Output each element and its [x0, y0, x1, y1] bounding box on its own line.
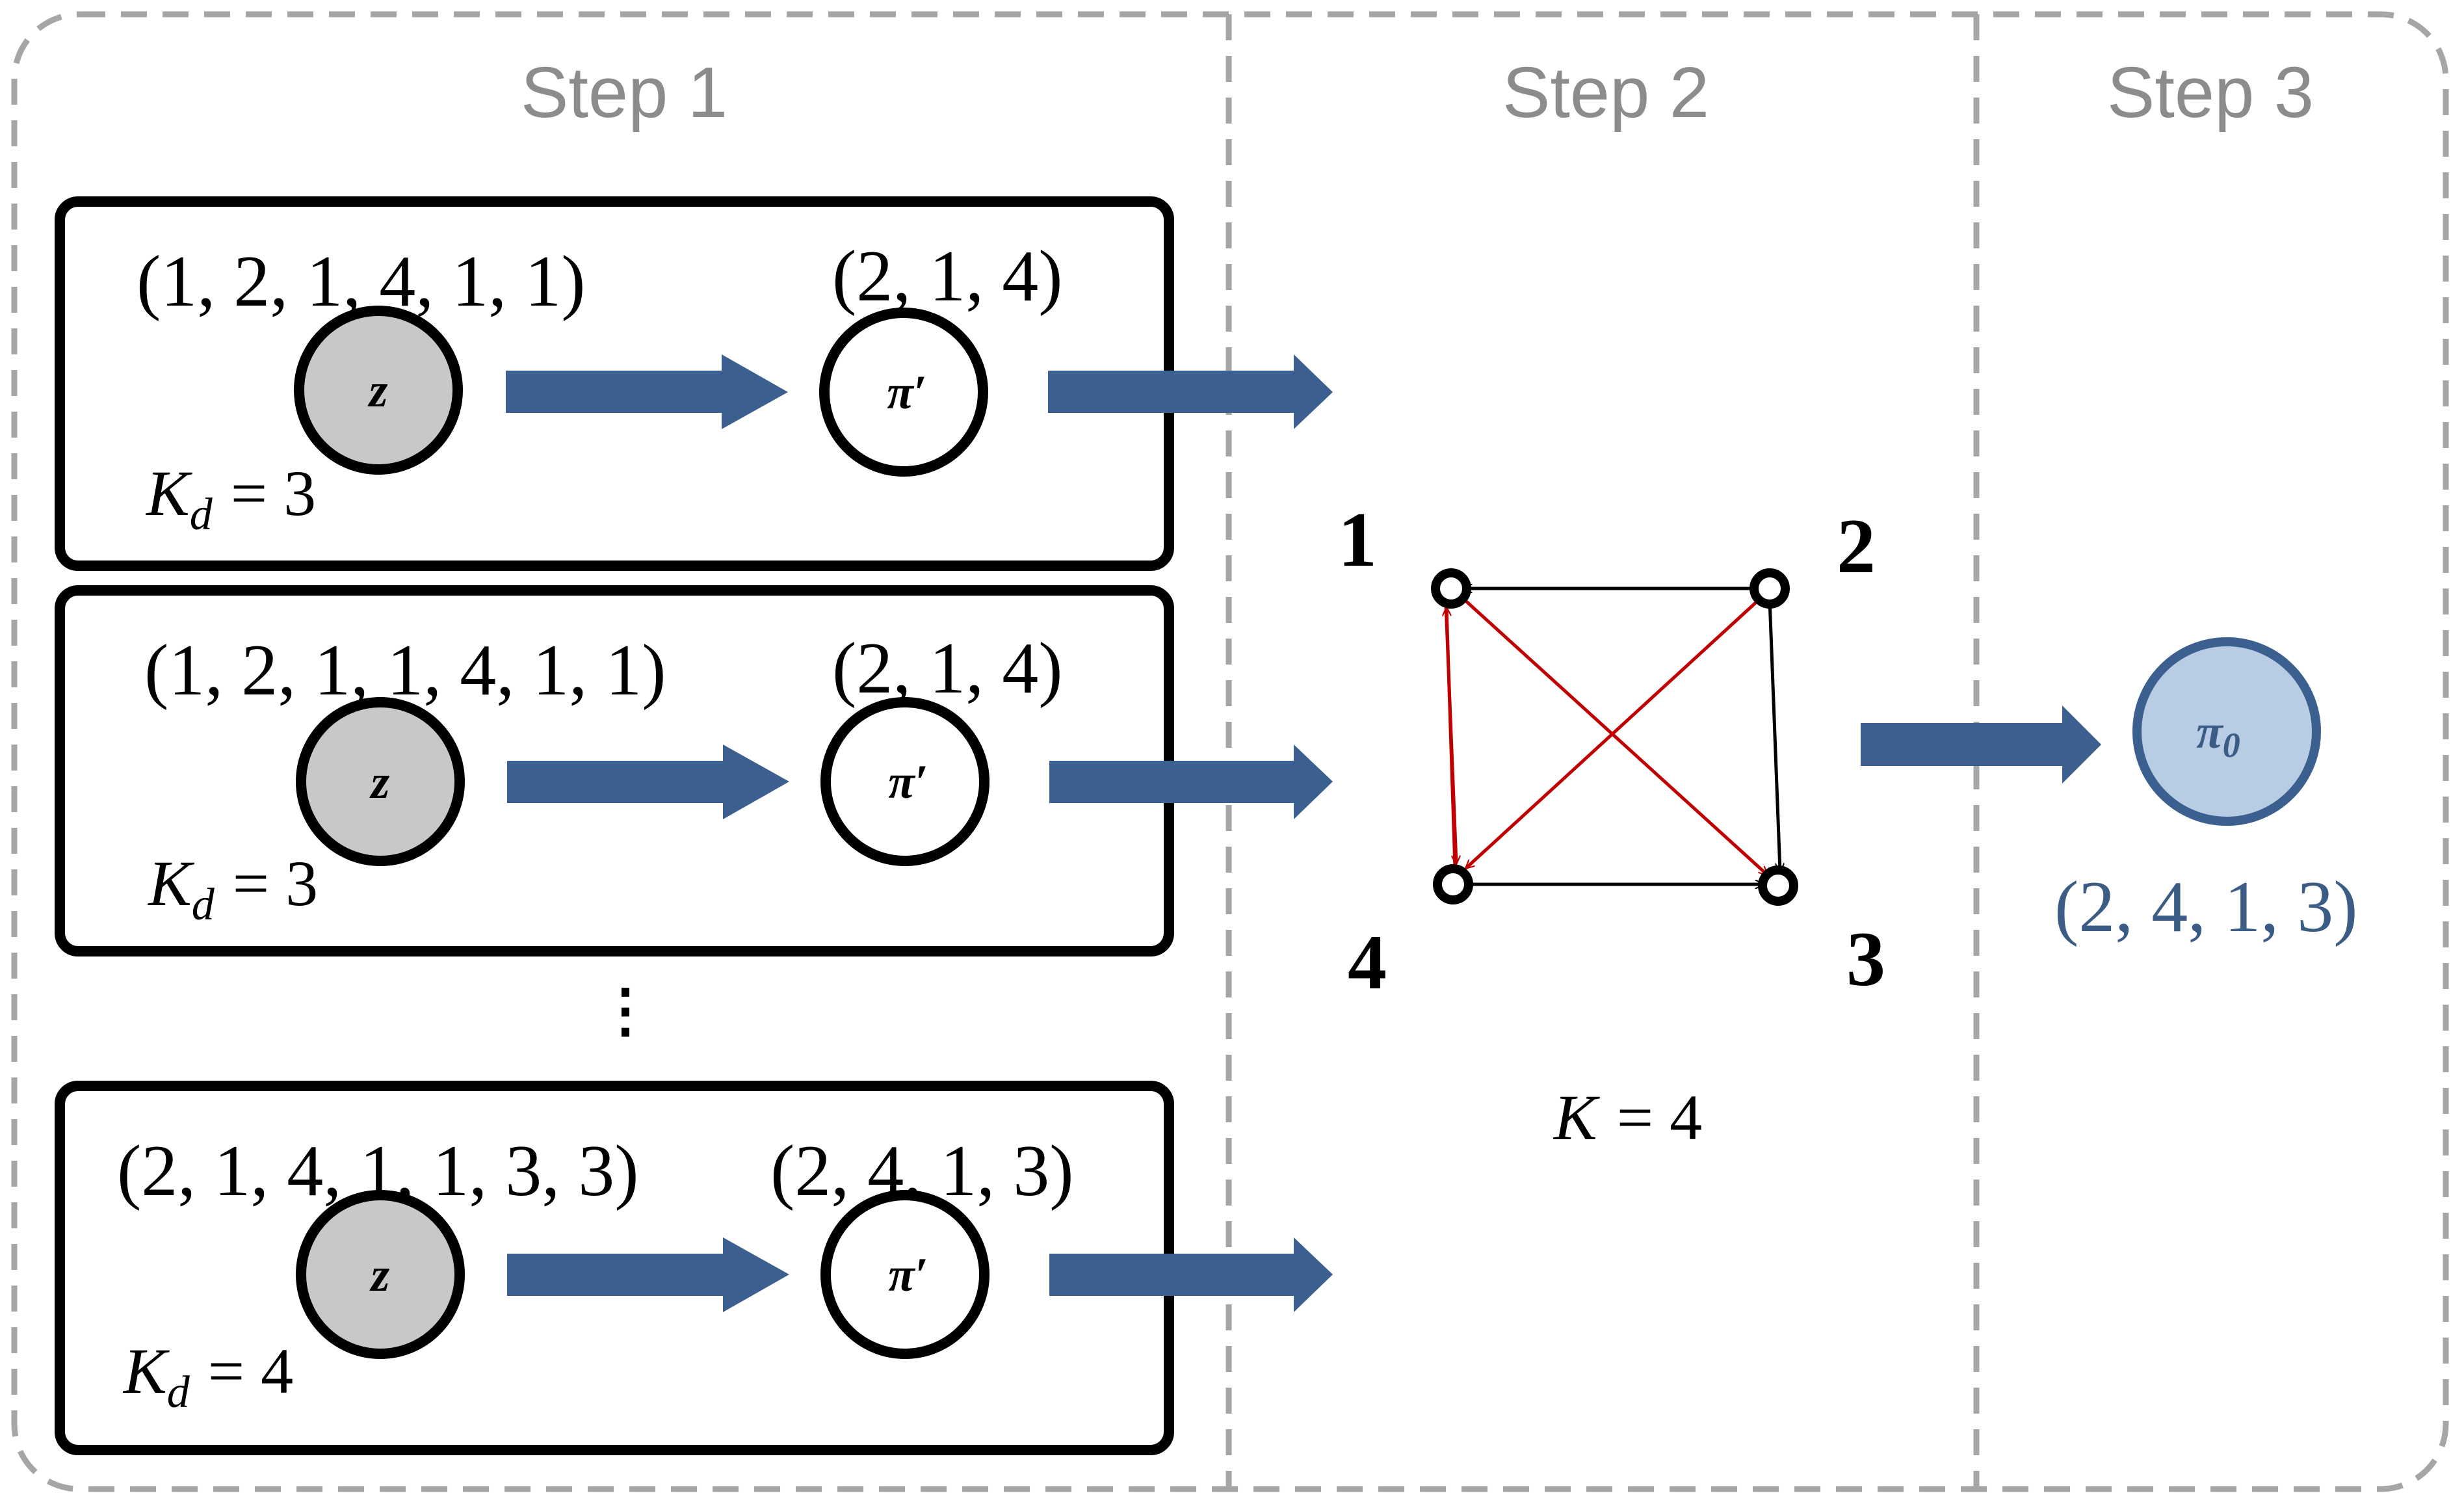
panel-3-kd: Kd = 4: [122, 1335, 293, 1418]
panel-1-kd: Kd = 3: [145, 457, 316, 540]
step3-title: Step 3: [2107, 53, 2314, 133]
edge-1-to-3: [1461, 597, 1767, 875]
graph-node-4: [1433, 864, 1473, 904]
panel-1-pi-node: [819, 308, 988, 477]
panel-3-inner-arrow: [507, 1237, 789, 1312]
step2-to-step3-arrow: [1861, 706, 2101, 784]
panel-1-pi-label: π′: [887, 366, 926, 419]
panel-2-kd-sub: d: [192, 880, 215, 930]
panel-1-outer-arrow: [1048, 354, 1333, 429]
graph-k-value: = 4: [1617, 1081, 1702, 1154]
panel-2-kd-symbol: K: [147, 847, 194, 919]
graph-node-2: [1750, 568, 1790, 609]
panel-2-pi-node: [820, 697, 990, 866]
panel-3-pi-node: [820, 1190, 990, 1359]
panels-ellipsis: ⋮: [596, 979, 655, 1044]
panel-2-kd: Kd = 3: [147, 847, 318, 930]
panel-3-kd-symbol: K: [122, 1335, 170, 1407]
graph-k-symbol: K: [1553, 1081, 1600, 1154]
panel-2-input-sequence: (1, 2, 1, 1, 4, 1, 1): [144, 630, 666, 711]
result-pi0-label: π0: [2196, 706, 2240, 765]
step2-title: Step 2: [1502, 53, 1709, 133]
panel-2: (1, 2, 1, 1, 4, 1, 1) (2, 1, 4) z π′ Kd =…: [55, 585, 1174, 956]
aggregation-graph: 1 2 3 4 K= 4: [1338, 496, 1885, 1154]
graph-label-4: 4: [1348, 919, 1387, 1005]
panel-2-inner-arrow: [507, 745, 789, 819]
result-pi-symbol: π: [2196, 706, 2223, 759]
panel-2-pi-label: π′: [888, 756, 928, 809]
step1-title: Step 1: [521, 53, 727, 133]
panel-2-output-ranking: (2, 1, 4): [832, 628, 1063, 709]
panel-1-z-node: [294, 306, 463, 475]
panel-3-pi-label: π′: [888, 1248, 928, 1302]
panel-1-kd-value: = 3: [231, 457, 316, 529]
outer-dashed-frame: [11, 11, 2449, 1492]
graph-k-label: K= 4: [1553, 1081, 1702, 1154]
panel-1-z-label: z: [367, 364, 388, 417]
edge-2-to-4: [1466, 597, 1762, 868]
panel-1-output-ranking: (2, 1, 4): [832, 236, 1063, 317]
panel-2-z-node: [296, 697, 465, 866]
panel-2-outer-arrow: [1049, 745, 1333, 819]
panel-3-kd-value: = 4: [208, 1335, 293, 1407]
panel-1-inner-arrow: [506, 354, 788, 429]
panel-1-kd-symbol: K: [145, 457, 192, 529]
graph-label-3: 3: [1846, 916, 1885, 1002]
graph-label-2: 2: [1837, 503, 1876, 589]
edge-4-to-1: [1447, 608, 1457, 869]
panel-2-z-label: z: [369, 756, 390, 809]
edge-2-to-3: [1768, 599, 1780, 871]
result-ranking: (2, 4, 1, 3): [2054, 867, 2358, 947]
graph-node-3: [1758, 865, 1798, 906]
panel-3-kd-sub: d: [167, 1367, 190, 1418]
panel-1: (1, 2, 1, 4, 1, 1) (2, 1, 4) z π′ Kd= 3: [55, 196, 1174, 571]
graph-node-1: [1431, 568, 1471, 609]
panel-3: (2, 1, 4, 1, 1, 3, 3) (2, 4, 1, 3) z π′ …: [55, 1081, 1174, 1455]
panel-1-kd-sub: d: [190, 490, 213, 540]
panel-2-kd-value: = 3: [233, 847, 318, 919]
panel-3-z-label: z: [369, 1248, 390, 1302]
graph-label-1: 1: [1338, 496, 1377, 583]
result-pi-sub: 0: [2223, 726, 2240, 765]
result-node-group: π0 (2, 4, 1, 3): [2054, 637, 2358, 947]
panel-3-z-node: [296, 1190, 465, 1359]
result-pi0-node: [2132, 637, 2321, 826]
panel-3-outer-arrow: [1049, 1237, 1333, 1312]
